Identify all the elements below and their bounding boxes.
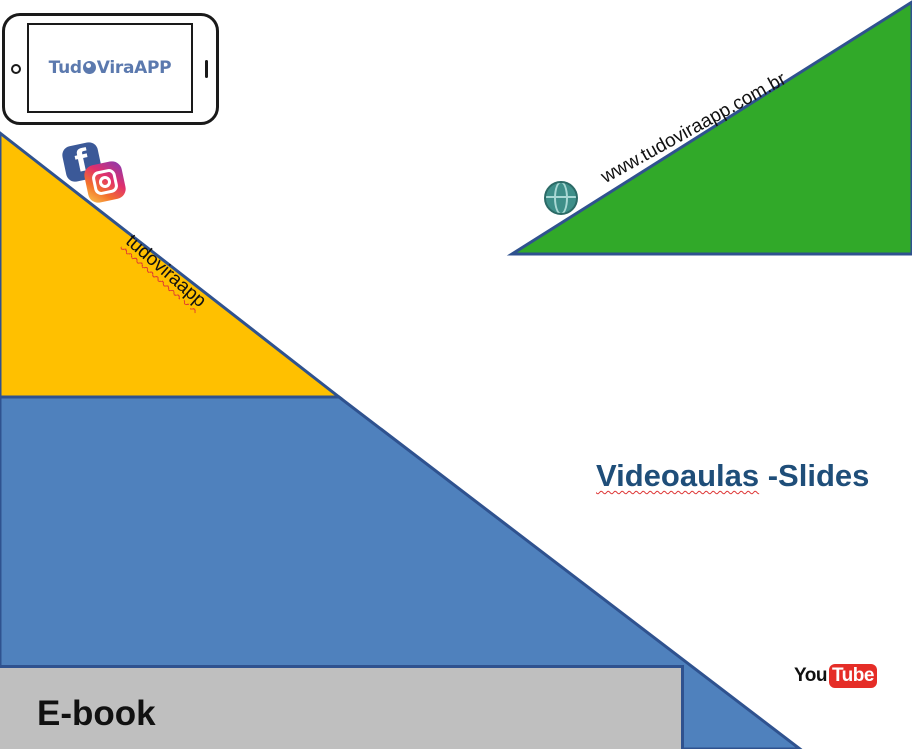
brand-logo-text: Tud ViraAPP [49, 58, 172, 78]
logo-part1: Tud [48, 58, 82, 78]
subtitle-slides: -Slides [759, 458, 870, 493]
phone-speaker [205, 60, 208, 78]
ebook-label: E-book [37, 694, 156, 733]
phone-home-button [11, 64, 21, 74]
green-triangle [506, 0, 912, 256]
youtube-logo[interactable]: You Tube [794, 664, 877, 688]
blue-shape [0, 395, 803, 749]
youtube-tube-text: Tube [828, 664, 877, 688]
subtitle: Videoaulas -Slides [596, 458, 869, 494]
phone-logo: Tud ViraAPP [2, 13, 219, 125]
ebook-bar: E-book [0, 665, 684, 749]
logo-globe-icon [82, 61, 96, 74]
youtube-you-text: You [794, 665, 827, 686]
globe-icon [544, 181, 578, 215]
logo-part2: ViraAPP [96, 58, 172, 78]
subtitle-videoaulas: Videoaulas [596, 458, 760, 493]
phone-screen: Tud ViraAPP [27, 23, 193, 113]
